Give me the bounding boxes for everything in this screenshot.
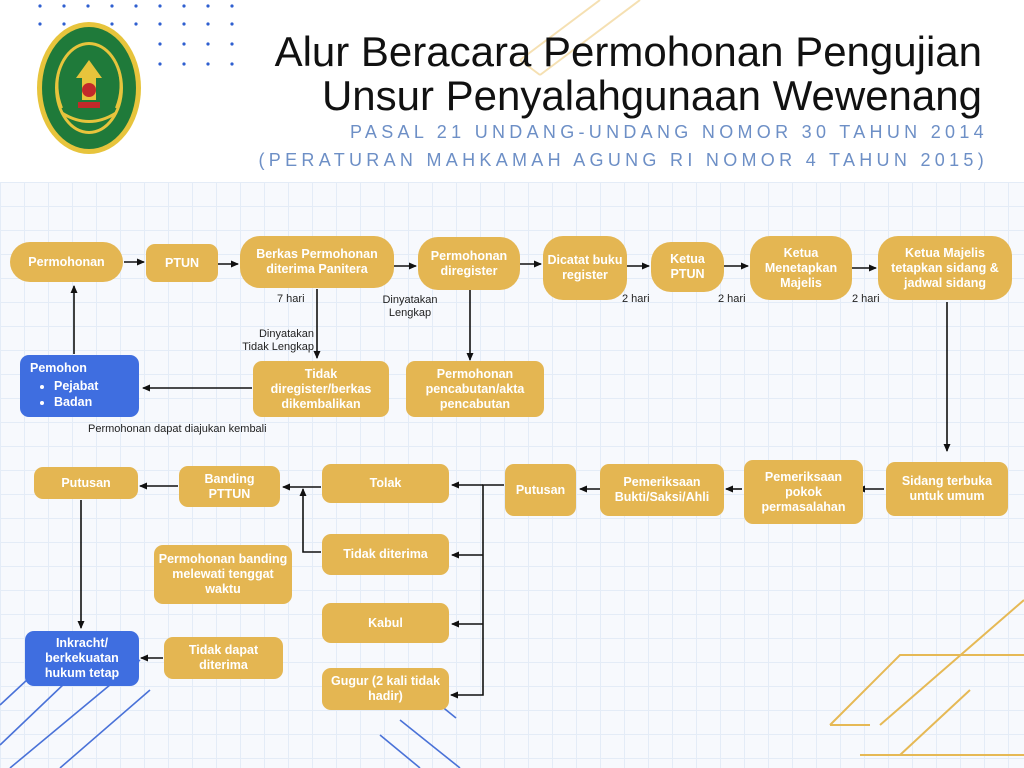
subtitle-line2: (PERATURAN MAHKAMAH AGUNG RI NOMOR 4 TAH… (258, 150, 988, 170)
arrow-putusan-gugur (450, 484, 504, 699)
node-putusan-1: Putusan (505, 464, 576, 516)
subtitle-line1: PASAL 21 UNDANG-UNDANG NOMOR 30 TAHUN 20… (349, 122, 988, 142)
pemohon-item-pejabat: Pejabat (54, 378, 129, 394)
node-dicatat: Dicatat buku register (543, 236, 627, 300)
node-pencabutan: Permohonan pencabutan/akta pencabutan (406, 361, 544, 417)
node-banding-lewat: Permohonan banding melewati tenggat wakt… (154, 545, 292, 604)
node-kabul: Kabul (322, 603, 449, 643)
label-diajukan-kembali: Permohonan dapat diajukan kembali (88, 423, 267, 435)
pemohon-list: Pejabat Badan (30, 378, 129, 410)
node-pemeriksaan-bukti: Pemeriksaan Bukti/Saksi/Ahli (600, 464, 724, 516)
page-title-line2: Unsur Penyalahgunaan Wewenang (321, 72, 982, 119)
label-dinyatakan-lengkap: Dinyatakan Lengkap (382, 294, 438, 319)
node-permohonan: Permohonan (10, 242, 123, 282)
node-berkas: Berkas Permohonan diterima Panitera (240, 236, 394, 288)
label-2-hari-1: 2 hari (622, 293, 650, 305)
node-diregister: Permohonan diregister (418, 237, 520, 290)
node-ketua-ptun: Ketua PTUN (651, 242, 724, 292)
court-emblem-icon (37, 22, 141, 154)
pemohon-title: Pemohon (30, 361, 87, 375)
label-2-hari-2: 2 hari (718, 293, 746, 305)
label-dinyatakan-tidak-lengkap: Dinyatakan Tidak Lengkap (242, 328, 314, 353)
node-tolak: Tolak (322, 464, 449, 503)
node-tidak-diterima: Tidak diterima (322, 534, 449, 575)
pemohon-item-badan: Badan (54, 394, 129, 410)
arrow-tidakditerima-banding (299, 488, 321, 553)
node-ketua-majelis: Ketua Majelis tetapkan sidang & jadwal s… (878, 236, 1012, 300)
page-title-line1: Alur Beracara Permohonan Pengujian (274, 28, 982, 75)
label-7-hari: 7 hari (277, 293, 305, 305)
node-tidak-dapat-diterima: Tidak dapat diterima (164, 637, 283, 679)
node-pemohon: Pemohon Pejabat Badan (20, 355, 139, 417)
node-ketua-menetapkan: Ketua Menetapkan Majelis (750, 236, 852, 300)
node-gugur: Gugur (2 kali tidak hadir) (322, 668, 449, 710)
label-2-hari-3: 2 hari (852, 293, 880, 305)
node-sidang-terbuka: Sidang terbuka untuk umum (886, 462, 1008, 516)
node-pemeriksaan-pokok: Pemeriksaan pokok permasalahan (744, 460, 863, 524)
node-putusan-2: Putusan (34, 467, 138, 499)
court-logo (34, 18, 144, 158)
node-tidak-diregister: Tidak diregister/berkas dikembalikan (253, 361, 389, 417)
node-banding-pttun: Banding PTTUN (179, 466, 280, 507)
node-ptun: PTUN (146, 244, 218, 282)
node-inkracht: Inkracht/ berkekuatan hukum tetap (25, 631, 139, 686)
